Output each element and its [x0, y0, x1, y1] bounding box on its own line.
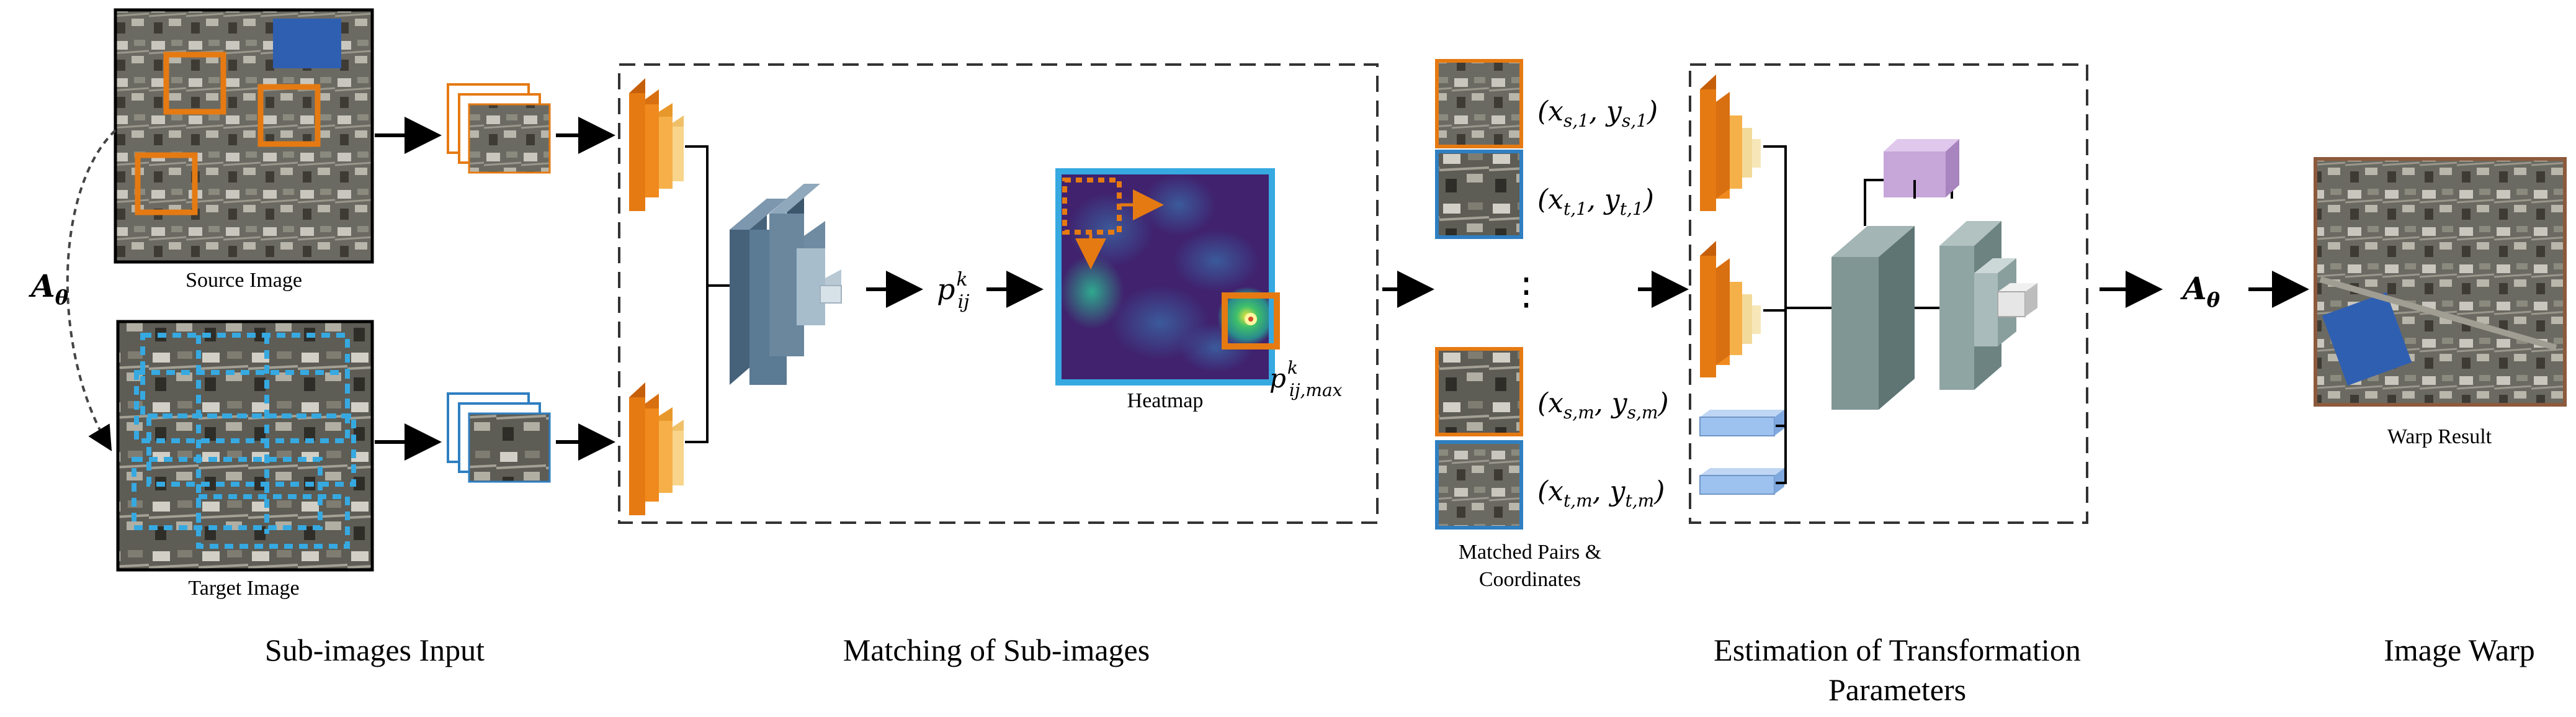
sliding-window-box — [1062, 178, 1122, 235]
orange-feature-extractor-est-bottom — [1700, 241, 1761, 377]
coordinates-label: Coordinates — [1479, 568, 1581, 591]
blue-roof-building — [273, 19, 341, 68]
target-crop-stack — [447, 392, 551, 483]
heatmap-panel — [1055, 168, 1280, 386]
orange-feature-extractor-est-top — [1700, 74, 1761, 211]
orange-feature-extractor-bottom — [629, 382, 684, 515]
section-matching: Matching of Sub-images — [843, 633, 1150, 667]
ellipsis: ⋮ — [1508, 271, 1545, 312]
matched-pairs-label: Matched Pairs & — [1459, 541, 1601, 564]
lavender-block — [1884, 139, 1959, 197]
section-estimation-line1: Estimation of Transformation — [1714, 633, 2081, 667]
warp-result-label: Warp Result — [2387, 425, 2492, 448]
section-image-warp: Image Warp — [2384, 633, 2535, 667]
correlation-network-block — [730, 184, 842, 385]
coord-sm: (xs,m, ys,m) — [1537, 387, 1669, 423]
target-image-label: Target Image — [188, 577, 299, 600]
grey-regression-block-1 — [1831, 226, 1915, 410]
max-response-box — [1222, 292, 1280, 349]
warp-result-image — [2314, 157, 2567, 407]
merge-connector — [1763, 145, 1787, 484]
coord-t1: (xt,1, yt,1) — [1537, 184, 1654, 219]
orange-feature-extractor-top — [629, 78, 684, 211]
a-theta-curved-arrow — [66, 129, 117, 451]
a-theta-left-label: Aθ — [29, 268, 69, 309]
matched-pair-1 — [1435, 59, 1523, 239]
section-sub-images-input: Sub-images Input — [265, 633, 485, 667]
grey-regression-block-2 — [1939, 221, 2037, 390]
source-crop-box — [257, 84, 321, 147]
a-theta-right-label: Aθ — [2180, 270, 2220, 312]
source-crop-box — [163, 52, 226, 115]
target-image-panel — [116, 320, 374, 572]
section-estimation-line2: Parameters — [1828, 672, 1966, 707]
matched-pair-m — [1435, 347, 1523, 530]
source-crop-box — [135, 152, 198, 215]
estimation-module-box — [1689, 63, 2088, 524]
source-image-label: Source Image — [186, 269, 302, 292]
coord-tm: (xt,m, yt,m) — [1537, 476, 1665, 511]
coordinate-embedding-boxes — [1699, 410, 1784, 495]
coord-s1: (xs,1, ys,1) — [1537, 96, 1658, 131]
heatmap-label: Heatmap — [1127, 389, 1204, 412]
merge-connector — [685, 145, 709, 443]
source-crop-stack — [447, 83, 551, 174]
matching-module-box — [618, 63, 1379, 524]
source-image-panel — [114, 8, 374, 264]
